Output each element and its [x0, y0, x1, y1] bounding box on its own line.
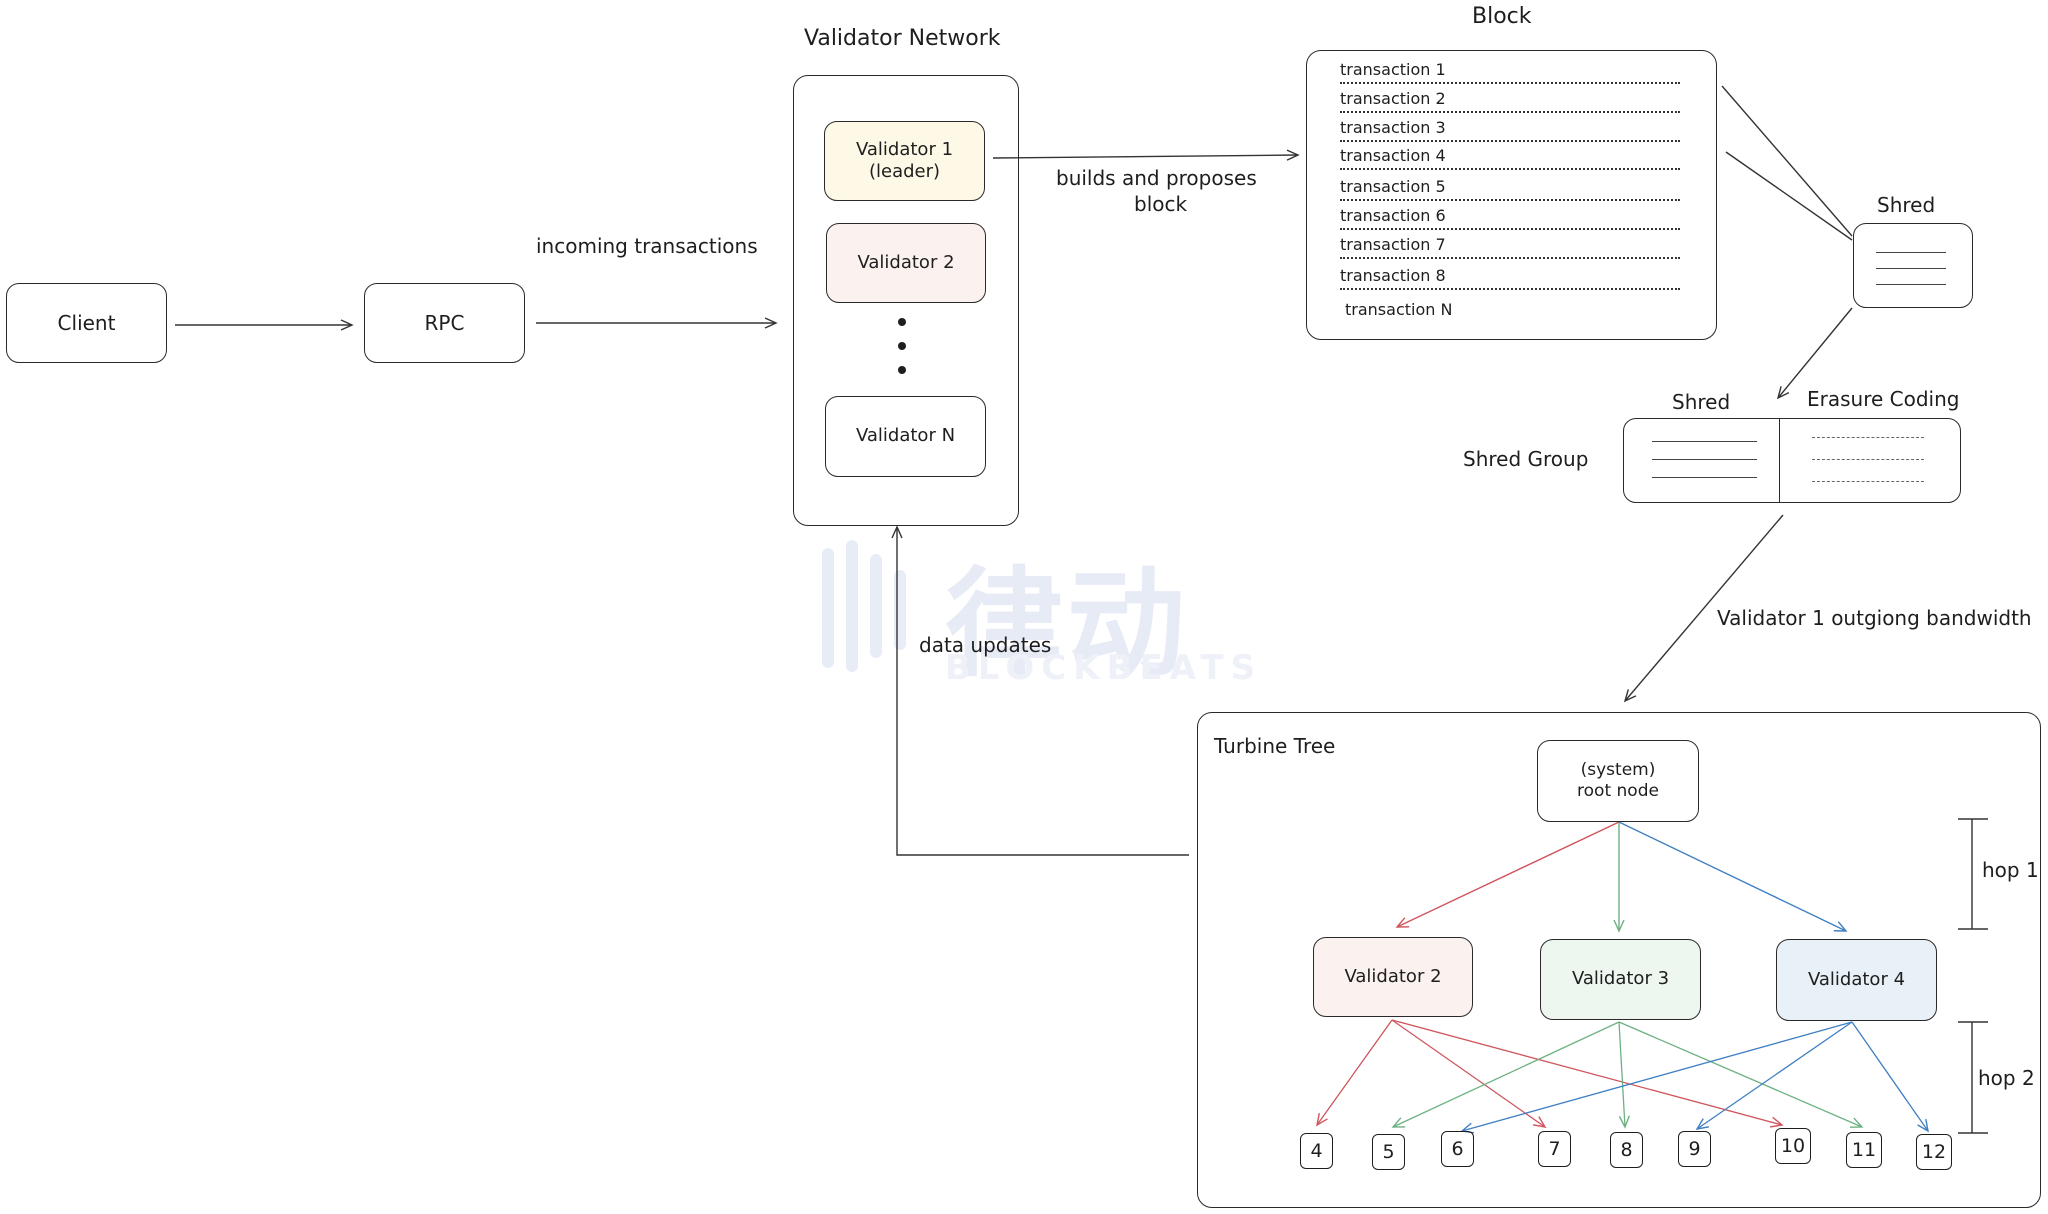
transaction-row-divider: [1340, 82, 1680, 84]
watermark-text: BLOCKBEATS: [945, 648, 1263, 688]
edge-shred-group: [1776, 307, 1853, 400]
validator-n-node: Validator N: [825, 396, 986, 477]
leaf-node-6: 6: [1441, 1131, 1474, 1167]
shred-group-card: [1623, 418, 1961, 503]
leaf-node-10: 10: [1775, 1128, 1811, 1164]
block-container: [1306, 50, 1717, 340]
edge-root-v4: [1618, 821, 1848, 932]
validator-network-container: [793, 75, 1019, 526]
leaf-node-7: 7: [1538, 1131, 1571, 1167]
transaction-row-divider: [1340, 111, 1680, 113]
edge-data-updates: [891, 525, 1189, 856]
leaf-node-5: 5: [1372, 1134, 1405, 1170]
transaction-row-label: transaction N: [1345, 300, 1453, 319]
tree-validator-3-node: Validator 3: [1540, 939, 1701, 1020]
edge-root-v2: [1395, 821, 1620, 928]
watermark-logo: 律动: [945, 555, 1190, 693]
transaction-row-label: transaction 5: [1340, 177, 1446, 196]
transaction-row-divider: [1340, 140, 1680, 142]
edge-group-tree: [1623, 514, 1784, 703]
leaf-node-4: 4: [1300, 1133, 1333, 1169]
client-node: Client: [6, 283, 167, 363]
transaction-row-label: transaction 4: [1340, 146, 1446, 165]
block-title: Block: [1472, 4, 1532, 29]
turbine-tree-title: Turbine Tree: [1214, 734, 1336, 758]
validator-1-node: Validator 1 (leader): [824, 121, 985, 201]
ellipsis-dots-icon: [898, 318, 908, 378]
validator-1-sublabel: (leader): [868, 161, 941, 182]
edge-leader-block: [992, 149, 1300, 161]
root-node: (system) root node: [1537, 740, 1699, 822]
builds-proposes-label-line2: block: [1134, 192, 1188, 216]
hop-1-label: hop 1: [1982, 858, 2039, 882]
transaction-row-divider: [1340, 257, 1680, 259]
watermark-bars-icon: [820, 540, 920, 680]
shred-group-shred-header: Shred: [1672, 390, 1731, 414]
transaction-row-label: transaction 8: [1340, 266, 1446, 285]
shred-group-label: Shred Group: [1463, 447, 1589, 471]
shred-title: Shred: [1877, 193, 1936, 217]
validator-network-title: Validator Network: [804, 26, 1001, 51]
outgoing-bandwidth-label: Validator 1 outgiong bandwidth: [1717, 606, 2032, 630]
turbine-tree-container: [1197, 712, 2041, 1208]
erasure-coding-header: Erasure Coding: [1807, 387, 1960, 411]
transaction-row-label: transaction 1: [1340, 60, 1446, 79]
leaf-node-12: 12: [1916, 1134, 1952, 1170]
transaction-row-divider: [1340, 228, 1680, 230]
rpc-node: RPC: [364, 283, 525, 363]
validator-1-label: Validator 1: [855, 138, 954, 160]
shred-card: [1853, 223, 1973, 308]
edge-block-shred-b: [1725, 151, 1853, 241]
transaction-row-label: transaction 3: [1340, 118, 1446, 137]
incoming-transactions-label: incoming transactions: [536, 234, 758, 258]
leaf-node-8: 8: [1610, 1132, 1643, 1168]
transaction-row-divider: [1340, 288, 1680, 290]
root-node-line2: root node: [1577, 781, 1659, 801]
transaction-row-label: transaction 7: [1340, 235, 1446, 254]
transaction-row-divider: [1340, 168, 1680, 170]
transaction-row-label: transaction 2: [1340, 89, 1446, 108]
leaf-node-9: 9: [1678, 1131, 1711, 1167]
leaf-node-11: 11: [1846, 1132, 1882, 1168]
data-updates-label: data updates: [919, 633, 1052, 657]
root-node-line1: (system): [1580, 759, 1656, 780]
tree-validator-4-node: Validator 4: [1776, 939, 1937, 1021]
transaction-row-label: transaction 6: [1340, 206, 1446, 225]
transaction-row-divider: [1340, 199, 1680, 201]
edge-block-shred-a: [1721, 85, 1853, 237]
builds-proposes-label-line1: builds and proposes: [1056, 166, 1257, 190]
validator-2-node: Validator 2: [826, 223, 986, 303]
hop-2-label: hop 2: [1978, 1066, 2035, 1090]
tree-validator-2-node: Validator 2: [1313, 937, 1473, 1017]
